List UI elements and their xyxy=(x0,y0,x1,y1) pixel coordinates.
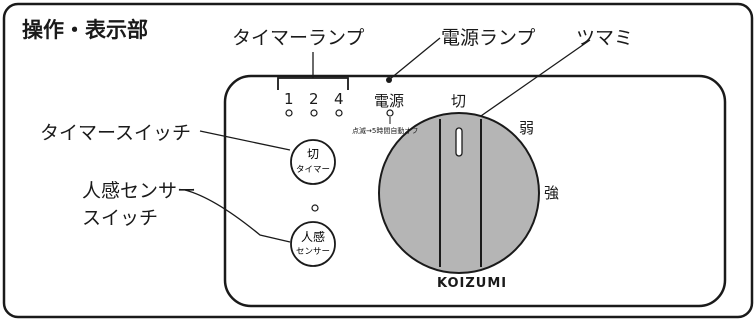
timer-button[interactable] xyxy=(290,139,336,185)
leader-knob xyxy=(477,39,591,119)
sensor-lamp xyxy=(311,204,319,212)
callout-knob: ツマミ xyxy=(576,27,634,49)
sensor-button[interactable] xyxy=(290,221,336,267)
leader-timer-switch xyxy=(199,130,291,151)
timer-hour-4: 4 xyxy=(334,90,344,108)
leader-power-lamp xyxy=(389,37,441,80)
knob-body[interactable] xyxy=(378,112,540,274)
power-lamp xyxy=(386,109,394,117)
sensor-button-line2: センサー xyxy=(296,247,330,257)
callout-sensor-switch-line1: 人感センサー xyxy=(82,180,197,202)
timer-hour-2: 2 xyxy=(309,90,319,108)
timer-button-line2: タイマー xyxy=(296,165,330,175)
callout-timer-switch: タイマースイッチ xyxy=(40,122,192,144)
leader-sensor-switch xyxy=(184,189,291,243)
timer-button-line1: 切 xyxy=(307,147,319,161)
knob-position-off: 切 xyxy=(451,92,467,110)
knob[interactable] xyxy=(378,112,540,274)
knob-position-strong: 強 xyxy=(544,184,560,202)
timer-lamp-1 xyxy=(285,109,293,117)
callout-power-lamp: 電源ランプ xyxy=(441,27,536,49)
power-note: 点滅→5時間自動オフ xyxy=(352,127,419,135)
timer-lamp-4 xyxy=(335,109,343,117)
timer-lamp-2 xyxy=(310,109,318,117)
power-label: 電源 xyxy=(374,92,405,110)
callout-sensor-switch-line2: スイッチ xyxy=(82,207,159,229)
knob-position-weak: 弱 xyxy=(519,119,535,137)
sensor-button-line1: 人感 xyxy=(301,229,325,244)
timer-hour-1: 1 xyxy=(284,90,294,108)
knob-pointer xyxy=(455,127,463,157)
section-title: 操作・表示部 xyxy=(22,18,148,42)
leader-dot-power xyxy=(386,77,392,83)
callout-timer-lamps: タイマーランプ xyxy=(232,27,365,49)
brand-logo: KOIZUMI xyxy=(437,276,508,291)
